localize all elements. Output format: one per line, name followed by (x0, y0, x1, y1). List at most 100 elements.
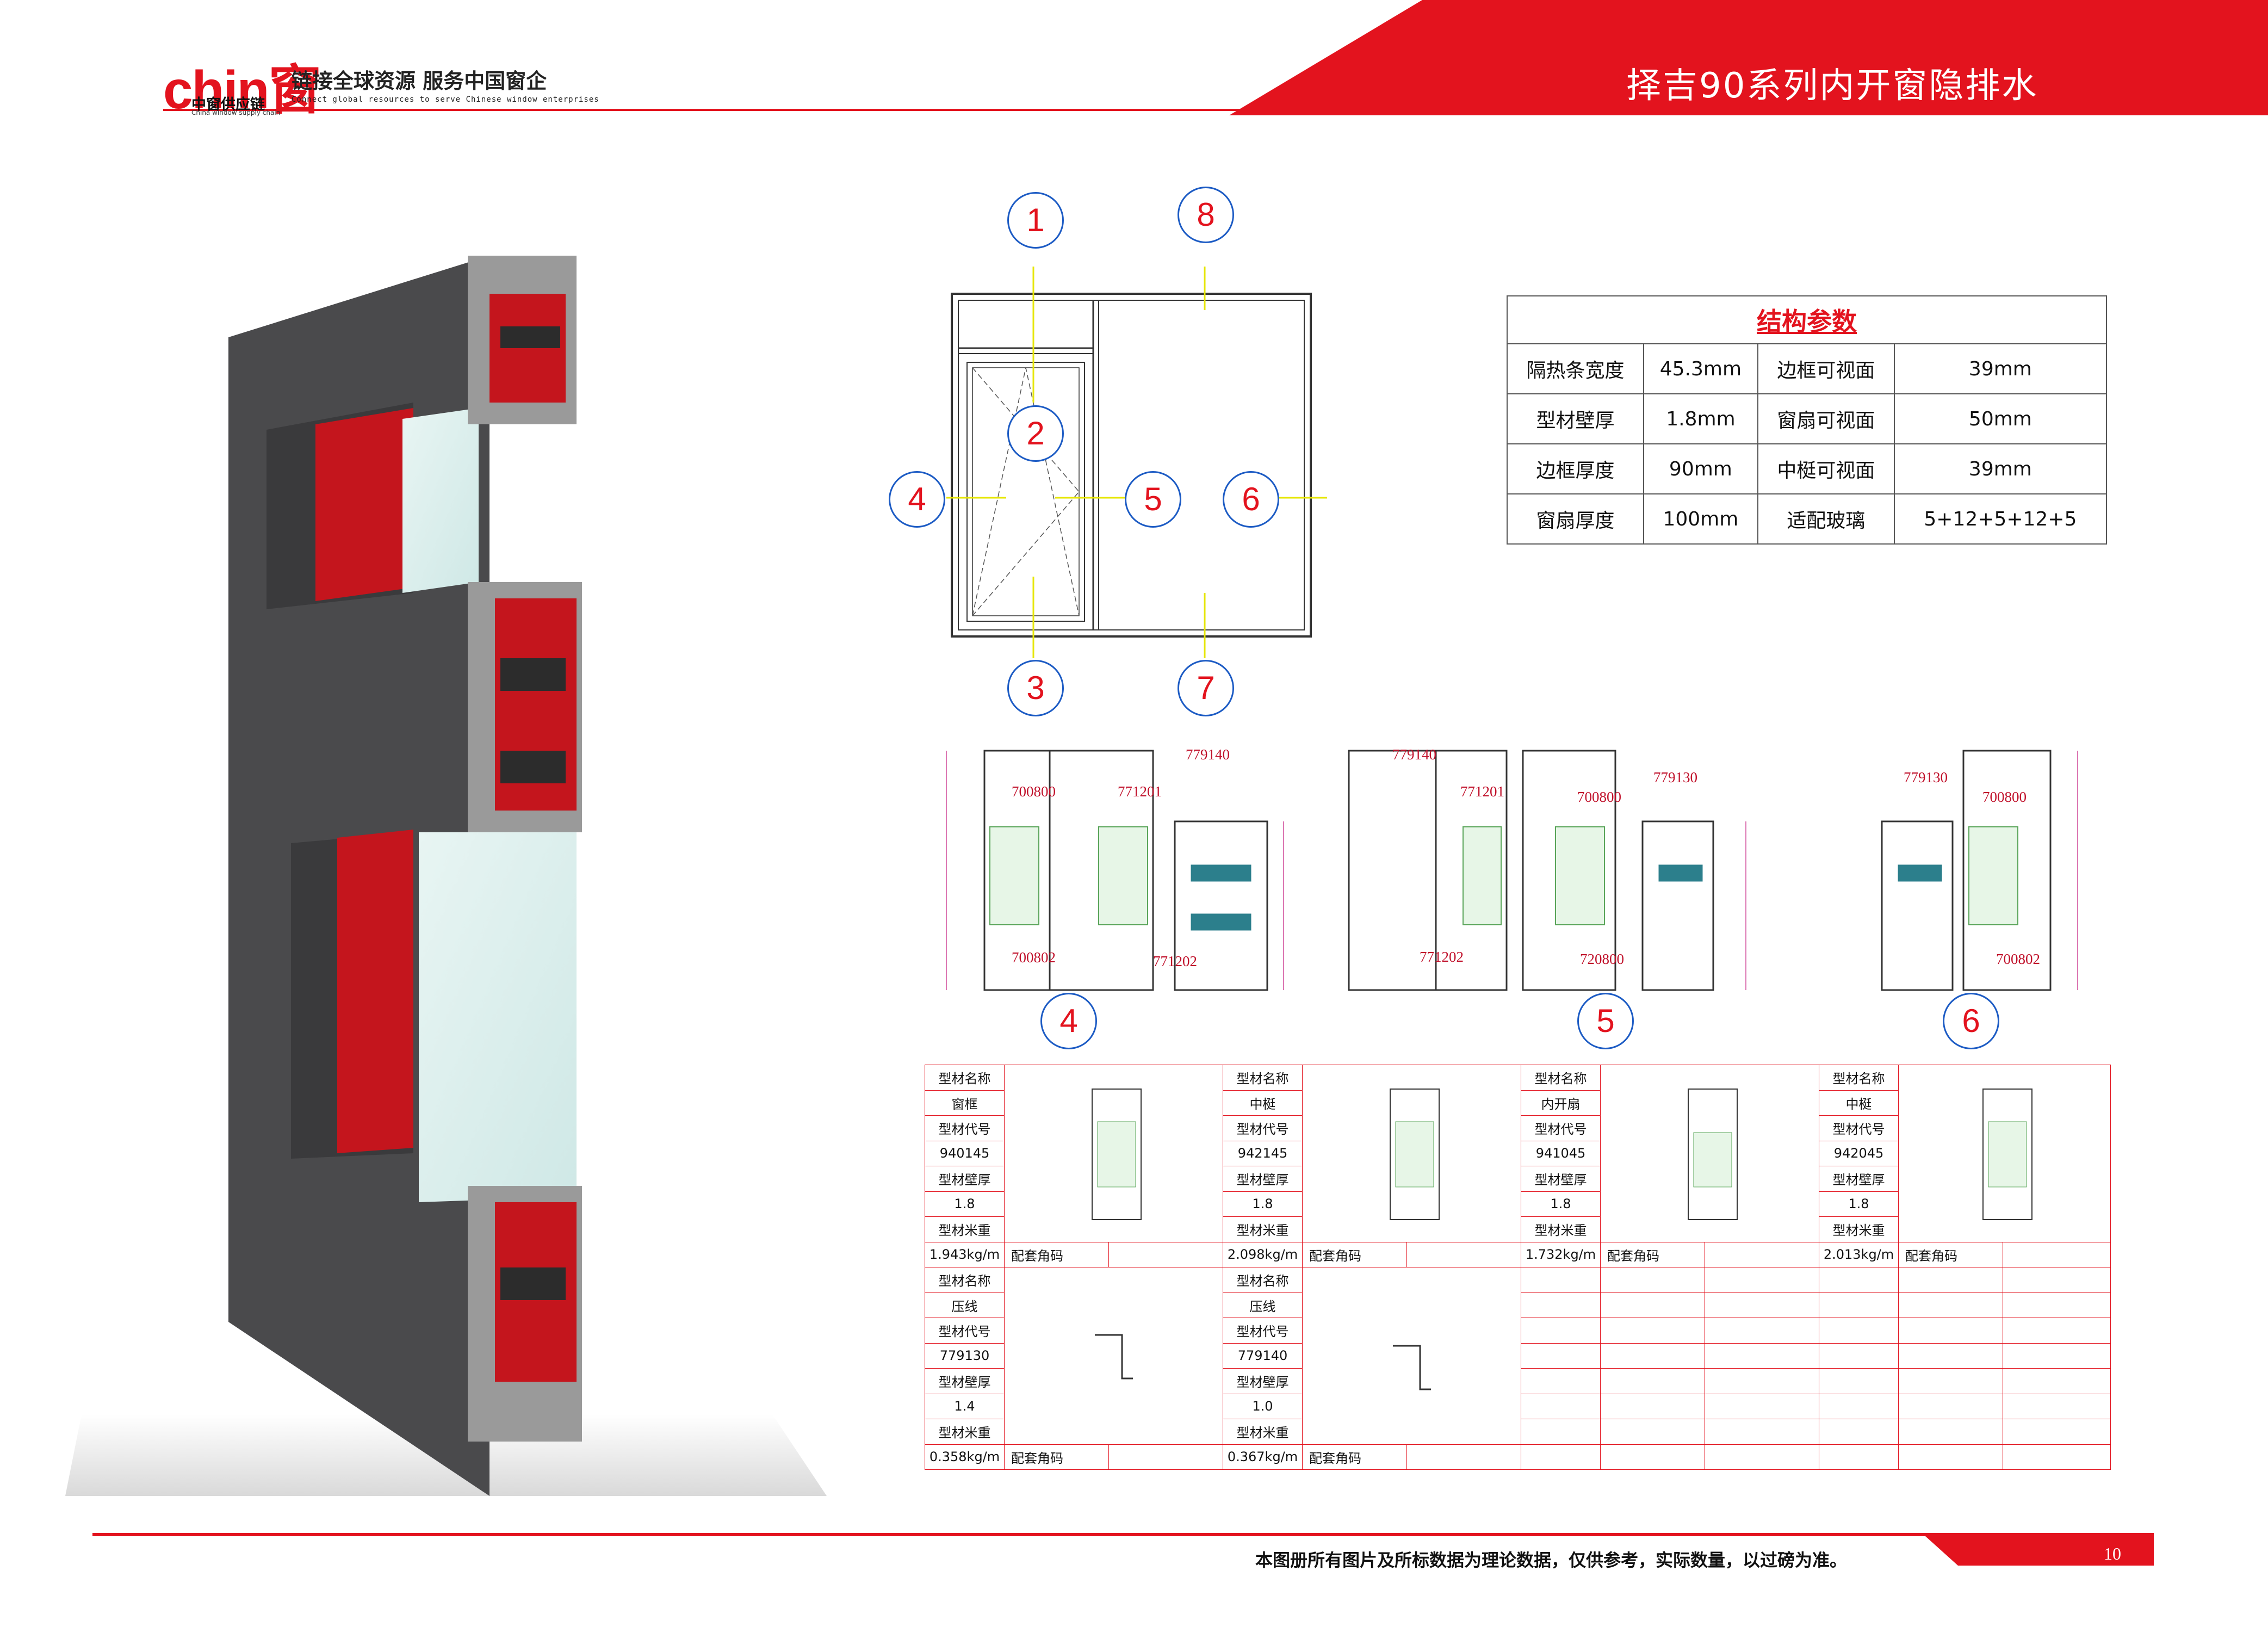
param-value: 39mm (1893, 343, 2108, 394)
label-weight: 型材米重 (1521, 1216, 1601, 1242)
profile-code: 942145 (1223, 1140, 1303, 1166)
marker-circle: 2 (1007, 405, 1064, 462)
param-value: 5+12+5+12+5 (1893, 493, 2108, 545)
code-label: 700800 (1982, 789, 2027, 805)
marker-circle: 8 (1178, 187, 1234, 243)
marker-circle: 6 (1223, 471, 1279, 528)
label-name: 型材名称 (1223, 1267, 1303, 1293)
label-corner: 配套角码 (1898, 1241, 2003, 1267)
code-label: 779130 (1904, 769, 1948, 786)
label-name: 型材名称 (925, 1267, 1005, 1293)
slogan-en: Connect global resources to serve Chines… (292, 95, 599, 104)
page-title: 择吉90系列内开窗隐排水 (1626, 66, 2038, 106)
marker-circle: 7 (1178, 660, 1234, 716)
param-key: 中梃可视面 (1757, 443, 1895, 494)
profile-name: 窗框 (925, 1090, 1005, 1116)
marker-circle: 3 (1007, 660, 1064, 716)
profile-code: 779130 (925, 1343, 1005, 1369)
footer-bar (92, 1533, 2154, 1566)
param-key: 隔热条宽度 (1507, 343, 1644, 394)
param-key: 边框厚度 (1507, 443, 1644, 494)
logo: chin窗 (163, 60, 321, 120)
label-name: 型材名称 (1819, 1065, 1899, 1091)
profile-thick: 1.8 (925, 1191, 1005, 1217)
logo-subtitle-en: China window supply chain (191, 109, 281, 116)
code-label: 771202 (1420, 949, 1464, 965)
profile-drawing (1302, 1267, 1521, 1445)
label-thick: 型材壁厚 (1223, 1166, 1303, 1192)
code-label: 720800 (1580, 951, 1624, 967)
param-key: 边框可视面 (1757, 343, 1895, 394)
profile-code: 942045 (1819, 1140, 1899, 1166)
label-code: 型材代号 (1521, 1115, 1601, 1141)
slogan: 链接全球资源 服务中国窗企 (292, 69, 547, 93)
profile-code: 940145 (925, 1140, 1005, 1166)
profile-weight: 0.367kg/m (1223, 1444, 1303, 1470)
label-thick: 型材壁厚 (925, 1166, 1005, 1192)
param-key: 适配玻璃 (1757, 493, 1895, 545)
label-code: 型材代号 (1223, 1318, 1303, 1344)
footer-note: 本图册所有图片及所标数据为理论数据，仅供参考，实际数量，以过磅为准。 (1255, 1550, 1848, 1570)
label-thick: 型材壁厚 (1521, 1166, 1601, 1192)
window-render-image (65, 256, 827, 1496)
profile-thick: 1.0 (1223, 1393, 1303, 1419)
header-banner (163, 0, 2268, 115)
section-marker: 6 (1943, 993, 1999, 1049)
profile-weight: 2.013kg/m (1819, 1241, 1899, 1267)
profile-drawing (1004, 1065, 1223, 1242)
param-value: 45.3mm (1643, 343, 1758, 394)
profile-name: 中梃 (1819, 1090, 1899, 1116)
code-label: 700800 (1577, 789, 1621, 805)
label-weight: 型材米重 (1819, 1216, 1899, 1242)
profile-weight: 2.098kg/m (1223, 1241, 1303, 1267)
code-label: 771201 (1460, 783, 1504, 800)
code-label: 700802 (1996, 951, 2040, 967)
logo-subtitle: 中窗供应链 (191, 96, 265, 113)
profile-code: 941045 (1521, 1140, 1601, 1166)
label-corner: 配套角码 (1302, 1444, 1407, 1470)
label-corner: 配套角码 (1004, 1444, 1109, 1470)
section-drawings (946, 750, 2078, 991)
code-label: 779140 (1392, 746, 1436, 763)
label-weight: 型材米重 (1223, 1216, 1303, 1242)
param-value: 1.8mm (1643, 393, 1758, 444)
label-code: 型材代号 (1819, 1115, 1899, 1141)
label-code: 型材代号 (925, 1115, 1005, 1141)
label-name: 型材名称 (925, 1065, 1005, 1091)
param-key: 型材壁厚 (1507, 393, 1644, 444)
param-key: 窗扇厚度 (1507, 493, 1644, 545)
params-title: 结构参数 (1507, 295, 2107, 344)
label-weight: 型材米重 (925, 1216, 1005, 1242)
profile-thick: 1.8 (1223, 1191, 1303, 1217)
label-corner: 配套角码 (1302, 1241, 1407, 1267)
param-value: 90mm (1643, 443, 1758, 494)
param-value: 100mm (1643, 493, 1758, 545)
profile-weight: 1.943kg/m (925, 1241, 1005, 1267)
label-code: 型材代号 (925, 1318, 1005, 1344)
marker-circle: 1 (1007, 192, 1064, 249)
profile-name: 中梃 (1223, 1090, 1303, 1116)
profile-thick: 1.8 (1521, 1191, 1601, 1217)
structure-params-table: 结构参数 隔热条宽度 45.3mm 边框可视面 39mm 型材壁厚 1.8mm … (1507, 295, 2108, 545)
profile-table: 型材名称 型材名称 型材名称 型材名称 窗框 中梃 内开扇 中梃 型材代号 型材… (925, 1065, 2111, 1470)
code-label: 771201 (1118, 783, 1162, 800)
profile-drawing (1302, 1065, 1521, 1242)
label-corner: 配套角码 (1600, 1241, 1705, 1267)
label-name: 型材名称 (1521, 1065, 1601, 1091)
marker-circle: 5 (1125, 471, 1181, 528)
label-thick: 型材壁厚 (925, 1368, 1005, 1394)
label-weight: 型材米重 (925, 1419, 1005, 1445)
code-label: 779130 (1653, 769, 1697, 786)
param-key: 窗扇可视面 (1757, 393, 1895, 444)
profile-name: 压线 (925, 1292, 1005, 1318)
profile-code: 779140 (1223, 1343, 1303, 1369)
label-thick: 型材壁厚 (1223, 1368, 1303, 1394)
param-value: 39mm (1893, 443, 2108, 494)
profile-thick: 1.4 (925, 1393, 1005, 1419)
profile-drawing (1004, 1267, 1223, 1445)
profile-weight: 1.732kg/m (1521, 1241, 1601, 1267)
label-code: 型材代号 (1223, 1115, 1303, 1141)
section-marker: 4 (1040, 993, 1097, 1049)
code-label: 700800 (1012, 783, 1056, 800)
section-marker: 5 (1577, 993, 1634, 1049)
